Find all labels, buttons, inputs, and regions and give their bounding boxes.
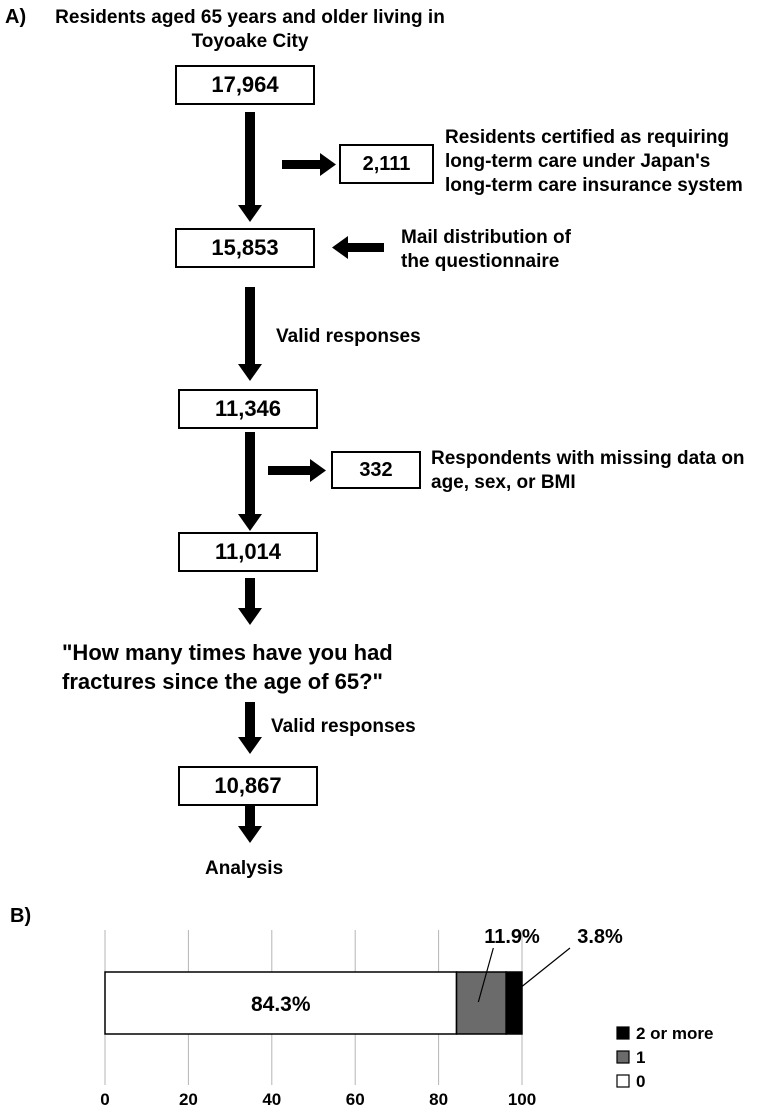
panel-a-label: A)	[5, 6, 27, 28]
data-label: 3.8%	[577, 926, 623, 948]
down-arrow-2	[238, 287, 262, 381]
box-distributed: 15,853	[175, 228, 315, 268]
legend-label: 2 or more	[636, 1024, 713, 1043]
certified-note: Residents certified as requiring long-te…	[445, 126, 743, 198]
x-tick-label: 0	[100, 1090, 109, 1109]
missing-note-line1: Respondents with missing data on	[431, 448, 745, 469]
certified-note-line3: long-term care insurance system	[445, 175, 743, 196]
valid-responses-label-2: Valid responses	[271, 716, 416, 737]
legend-swatch	[616, 1074, 630, 1088]
fracture-question-line2: fractures since the age of 65?"	[62, 669, 383, 694]
box-valid-responses: 11,346	[178, 389, 318, 429]
mail-note-line2: the questionnaire	[401, 251, 560, 272]
right-arrow-certified	[282, 153, 336, 176]
x-tick-label: 60	[346, 1090, 365, 1109]
right-arrow-missing	[268, 459, 326, 482]
legend-swatch	[616, 1050, 630, 1064]
x-tick-label: 20	[179, 1090, 198, 1109]
box-missing-data: 332	[331, 451, 421, 489]
x-tick-label: 100	[508, 1090, 536, 1109]
chart-tick-labels: 0 20 40 60 80 100	[100, 1090, 536, 1109]
flow-arrows	[238, 112, 384, 843]
valid-responses-label-1: Valid responses	[276, 326, 421, 347]
x-tick-label: 80	[429, 1090, 448, 1109]
data-label: 11.9%	[484, 926, 540, 948]
down-arrow-1	[238, 112, 262, 222]
mail-note: Mail distribution of the questionnaire	[401, 226, 571, 274]
down-arrow-5	[238, 702, 262, 754]
certified-note-line1: Residents certified as requiring	[445, 127, 730, 148]
box-total-residents: 17,964	[175, 65, 315, 105]
panel-b-label: B)	[10, 905, 32, 927]
x-tick-label: 40	[262, 1090, 281, 1109]
legend-swatch	[616, 1026, 630, 1040]
fracture-question: "How many times have you had fractures s…	[62, 638, 393, 696]
box-final-sample: 10,867	[178, 766, 318, 806]
left-arrow-mail	[332, 236, 384, 259]
bar-segment-0	[104, 971, 458, 1035]
bar-segment-2-or-more	[505, 971, 523, 1035]
box-certified: 2,111	[339, 144, 434, 184]
population-title-line2: Toyoake City	[191, 31, 309, 52]
missing-note: Respondents with missing data on age, se…	[431, 447, 745, 495]
chart-legend: 2 or more 1 0	[616, 1024, 713, 1091]
certified-note-line2: long-term care under Japan's	[445, 151, 711, 172]
box-complete-data: 11,014	[178, 532, 318, 572]
population-title: Residents aged 65 years and older living…	[40, 6, 460, 54]
data-label: 84.3%	[251, 993, 311, 1016]
missing-note-line2: age, sex, or BMI	[431, 472, 576, 493]
fracture-count-chart: 84.3% 11.9% 3.8% 0 20 40 60 80 100 2 or more 1 0	[100, 926, 713, 1109]
down-arrow-6	[238, 806, 262, 843]
population-title-line1: Residents aged 65 years and older living…	[55, 7, 445, 28]
chart-bar-labels: 84.3% 11.9% 3.8%	[251, 926, 623, 1016]
analysis-label: Analysis	[205, 858, 284, 879]
fracture-question-line1: "How many times have you had	[62, 640, 393, 665]
data-label-leader	[514, 947, 571, 993]
bar-segment-1	[455, 971, 507, 1035]
legend-label: 1	[636, 1048, 645, 1067]
legend-label: 0	[636, 1072, 645, 1091]
down-arrow-4	[238, 578, 262, 625]
down-arrow-3	[238, 432, 262, 531]
chart-bars	[104, 971, 523, 1035]
mail-note-line1: Mail distribution of	[401, 227, 571, 248]
data-label-leader	[477, 947, 494, 1003]
